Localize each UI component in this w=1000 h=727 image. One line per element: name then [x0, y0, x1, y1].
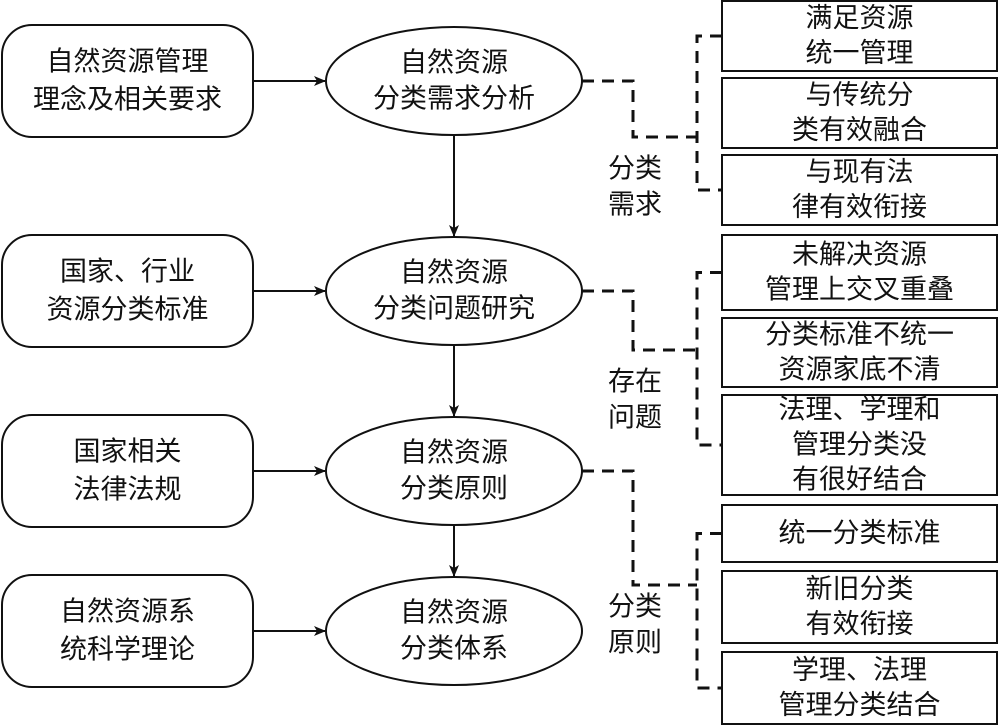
stage-text: 分类需求分析: [373, 84, 535, 115]
stage-ellipse-1: [325, 26, 583, 136]
stage-text: 自然资源: [400, 438, 508, 469]
group-label: 需求: [608, 190, 662, 221]
group-label: 原则: [608, 628, 662, 659]
item-box-1-3: [721, 154, 998, 226]
item-box-3-1: [721, 504, 998, 563]
item-box-text: 管理上交叉重叠: [765, 275, 954, 306]
stage-ellipse-3: [325, 416, 583, 526]
input-box-text: 国家相关: [74, 437, 182, 468]
group-label: 存在: [608, 367, 662, 398]
dashed-connector-2: [582, 289, 697, 352]
input-box-1: [1, 24, 254, 138]
group-label: 分类: [608, 154, 662, 185]
stage-ellipse-2: [325, 236, 583, 346]
item-box-2-2: [721, 317, 998, 388]
dashed-bracket-2: [695, 271, 722, 447]
stage-text: 分类问题研究: [373, 294, 535, 325]
item-box-text: 与传统分: [806, 80, 914, 111]
stage-text: 自然资源: [400, 258, 508, 289]
item-box-text: 分类标准不统一: [765, 320, 954, 351]
item-box-text: 管理分类没: [792, 430, 927, 461]
group-label: 问题: [608, 403, 662, 434]
input-box-text: 统科学理论: [60, 635, 195, 666]
input-box-text: 理念及相关要求: [33, 85, 222, 116]
item-box-2-1: [721, 234, 998, 311]
dashed-connector-3: [582, 469, 697, 587]
dashed-bracket-3: [695, 532, 722, 690]
input-box-text: 资源分类标准: [47, 295, 209, 326]
item-box-2-3: [721, 394, 998, 496]
stage-text: 分类原则: [400, 474, 508, 505]
item-box-text: 与现有法: [806, 157, 914, 188]
item-box-text: 统一管理: [806, 38, 914, 69]
stage-ellipse-4: [325, 576, 583, 686]
stage-text: 分类体系: [400, 634, 508, 665]
item-box-text: 有效衔接: [806, 609, 914, 640]
item-box-text: 有很好结合: [792, 465, 927, 496]
item-box-3-2: [721, 570, 998, 644]
item-box-text: 统一分类标准: [779, 518, 941, 549]
item-box-text: 新旧分类: [806, 574, 914, 605]
item-box-text: 管理分类结合: [779, 690, 941, 721]
group-label: 分类: [608, 592, 662, 623]
input-box-text: 法律法规: [74, 475, 182, 506]
stage-text: 自然资源: [400, 48, 508, 79]
item-box-1-2: [721, 77, 998, 149]
item-box-text: 法理、学理和: [779, 395, 941, 426]
input-box-4: [1, 574, 254, 688]
item-box-text: 律有效衔接: [792, 192, 927, 223]
dashed-bracket-1: [695, 34, 722, 192]
input-box-text: 自然资源管理: [47, 47, 209, 78]
item-box-text: 未解决资源: [792, 240, 927, 271]
input-box-3: [1, 414, 254, 528]
input-box-text: 自然资源系: [60, 597, 195, 628]
dashed-connector-1: [582, 79, 697, 139]
item-box-text: 类有效融合: [792, 115, 927, 146]
item-box-text: 满足资源: [806, 3, 914, 34]
stage-text: 自然资源: [400, 598, 508, 629]
input-box-text: 国家、行业: [60, 257, 195, 288]
item-box-text: 学理、法理: [792, 655, 927, 686]
item-box-text: 资源家底不清: [779, 355, 941, 386]
input-box-2: [1, 234, 254, 348]
item-box-1-1: [721, 0, 998, 72]
item-box-3-3: [721, 651, 998, 725]
